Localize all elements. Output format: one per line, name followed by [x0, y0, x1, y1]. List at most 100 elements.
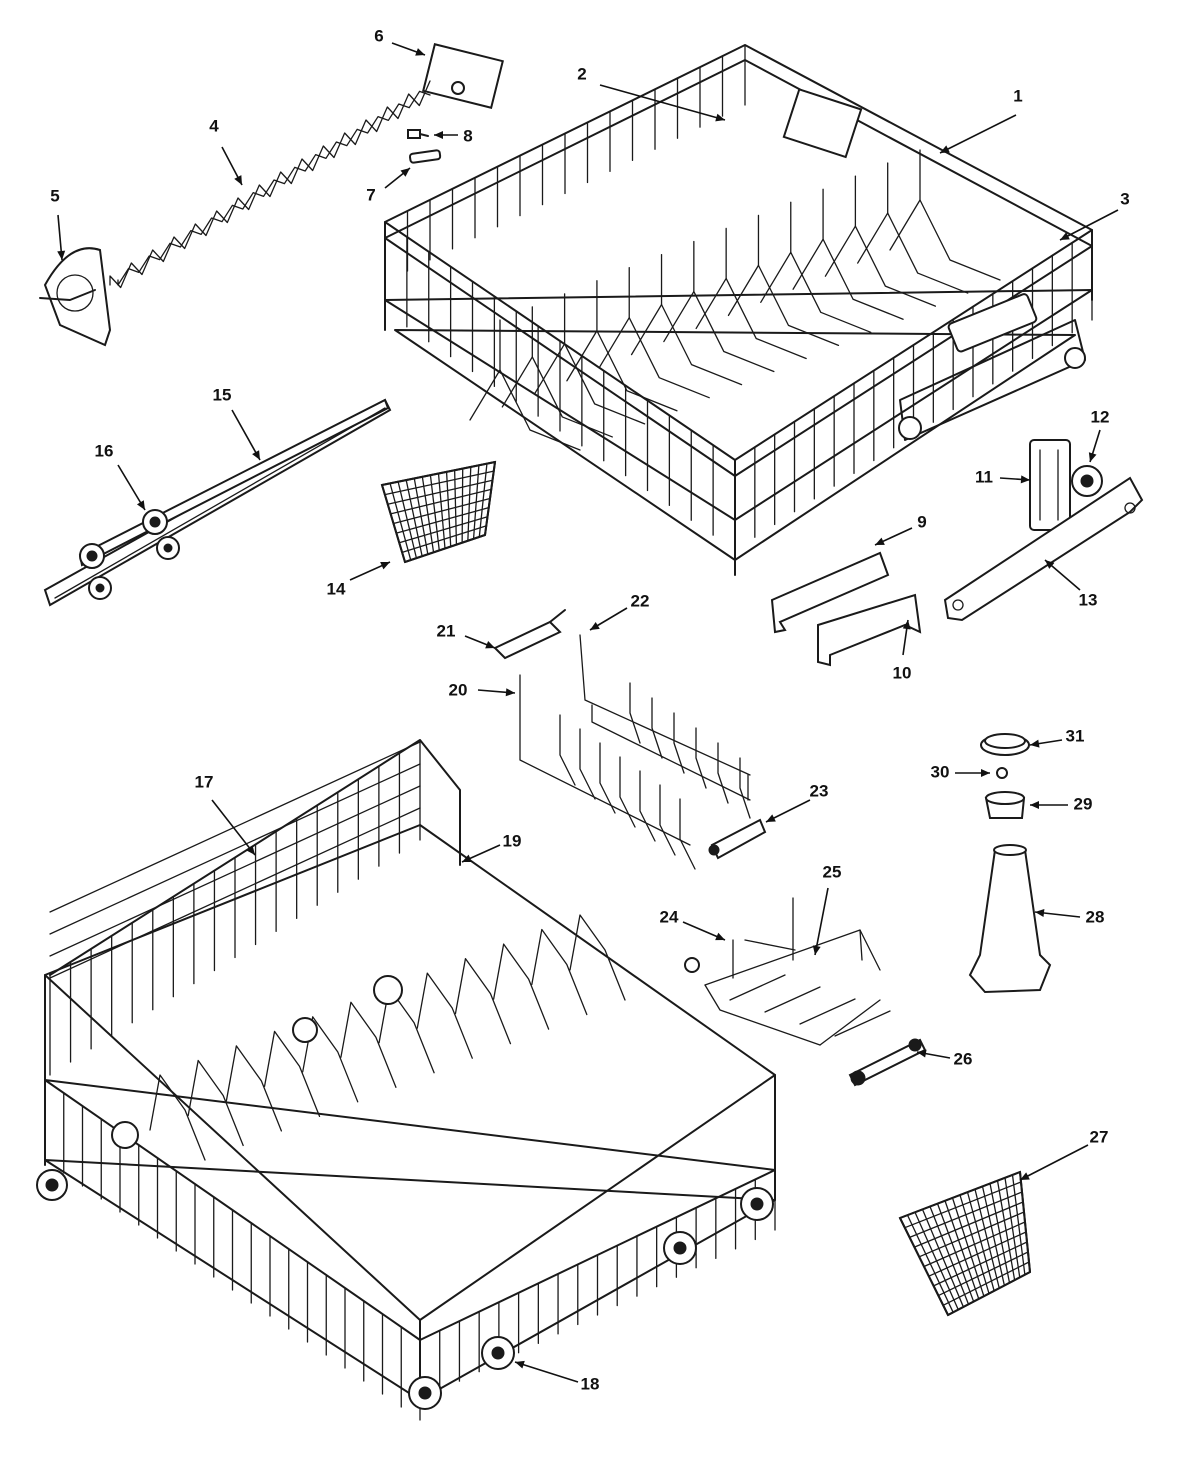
callout-label-10: 10	[893, 663, 912, 682]
rack-clip	[422, 43, 504, 109]
leader-25	[814, 887, 829, 956]
callout-label-18: 18	[581, 1374, 600, 1393]
callout-label-2: 2	[577, 64, 586, 83]
spray-tower	[968, 844, 1052, 994]
leader-arrowhead-20	[505, 688, 515, 697]
leader-arrowhead-13	[1045, 560, 1055, 569]
lower-rack-spray-mount	[111, 975, 403, 1149]
leader-2	[599, 84, 726, 121]
leader-27	[1019, 1144, 1089, 1181]
leader-arrowhead-18	[515, 1360, 525, 1369]
tine-pivot	[848, 1038, 927, 1087]
leader-arrowhead-24	[715, 932, 725, 941]
lower-rack	[44, 739, 776, 1421]
tower-screw	[996, 767, 1008, 779]
callout-label-23: 23	[810, 781, 829, 800]
tine-rack-spring	[109, 80, 431, 289]
leader-arrowhead-29	[1030, 801, 1039, 809]
callout-label-30: 30	[931, 762, 950, 781]
callout-label-4: 4	[209, 116, 219, 135]
leader-3	[1059, 209, 1119, 241]
leader-arrowhead-14	[380, 562, 390, 570]
leader-18	[514, 1361, 579, 1383]
callout-label-14: 14	[327, 579, 346, 598]
callout-label-20: 20	[449, 680, 468, 699]
leader-arrowhead-19	[462, 854, 472, 862]
callout-label-11: 11	[975, 467, 993, 486]
callout-label-8: 8	[463, 126, 472, 145]
leader-arrowhead-11	[1020, 475, 1030, 484]
leader-arrowhead-17	[246, 845, 255, 855]
callout-label-5: 5	[50, 186, 59, 205]
leader-arrowhead-3	[1060, 232, 1070, 240]
leader-arrowhead-21	[485, 640, 495, 649]
leader-arrowhead-16	[136, 500, 145, 510]
lower-wheel	[36, 1169, 774, 1410]
callout-label-24: 24	[660, 907, 679, 926]
upper-rack	[384, 44, 1093, 576]
callout-label-3: 3	[1120, 189, 1129, 208]
callout-label-22: 22	[631, 591, 650, 610]
leader-1	[939, 114, 1017, 154]
leader-arrowhead-23	[766, 814, 776, 822]
leader-arrowhead-10	[902, 620, 911, 630]
leader-arrowhead-31	[1030, 739, 1040, 748]
adjuster-handle-left	[770, 551, 890, 634]
leader-arrowhead-22	[590, 621, 600, 630]
callout-label-31: 31	[1066, 726, 1085, 745]
leader-arrowhead-7	[400, 168, 410, 177]
rivet	[408, 149, 442, 164]
callout-label-17: 17	[195, 772, 214, 791]
leader-arrowhead-2	[715, 113, 725, 122]
leader-arrowhead-28	[1035, 909, 1045, 917]
adjuster-handle-right	[817, 593, 922, 667]
tine-clip	[493, 609, 566, 660]
leader-arrowhead-26	[917, 1049, 927, 1058]
leader-arrowhead-12	[1088, 452, 1097, 462]
tine-hinge	[708, 818, 767, 860]
leader-arrowhead-15	[252, 450, 260, 460]
tower-cap	[984, 791, 1026, 819]
rack-end-cap	[39, 247, 112, 347]
callout-label-6: 6	[374, 26, 383, 45]
leader-15	[231, 409, 261, 461]
leader-arrowhead-27	[1020, 1172, 1030, 1180]
leader-arrowhead-5	[57, 250, 66, 260]
adjuster-bracket	[1029, 439, 1071, 531]
callout-label-25: 25	[823, 862, 842, 881]
leader-arrowhead-6	[415, 48, 425, 56]
callout-label-27: 27	[1090, 1127, 1109, 1146]
small-basket	[380, 460, 497, 564]
track-wheel	[79, 509, 180, 600]
callout-leaders	[57, 42, 1119, 1383]
callout-label-21: 21	[437, 621, 456, 640]
tine-row-right	[579, 634, 751, 819]
fold-tine-assembly	[704, 897, 891, 1046]
callout-label-13: 13	[1079, 590, 1098, 609]
callout-label-19: 19	[503, 831, 522, 850]
callout-label-29: 29	[1074, 794, 1093, 813]
leader-arrowhead-9	[875, 537, 885, 545]
leader-arrowhead-1	[940, 145, 950, 153]
tine-row-left	[519, 674, 696, 870]
callout-label-1: 1	[1013, 86, 1022, 105]
callout-label-28: 28	[1086, 907, 1105, 926]
pin	[407, 129, 429, 139]
callout-label-12: 12	[1091, 407, 1110, 426]
hinge-clip	[684, 957, 700, 973]
callout-labels: 1234567891011121314151617181920212223242…	[50, 26, 1129, 1393]
callout-label-26: 26	[954, 1049, 973, 1068]
wheel	[1071, 465, 1103, 497]
silverware-basket	[898, 1170, 1032, 1317]
callout-label-16: 16	[95, 441, 114, 460]
leader-arrowhead-30	[981, 769, 990, 777]
callout-label-15: 15	[213, 385, 232, 404]
leader-arrowhead-4	[234, 175, 242, 185]
tower-nut	[980, 733, 1030, 756]
positioner-arm	[943, 476, 1144, 622]
leader-17	[211, 799, 256, 856]
leader-arrowhead-25	[812, 945, 821, 955]
callout-label-7: 7	[366, 185, 375, 204]
leader-arrowhead-8	[434, 131, 443, 139]
